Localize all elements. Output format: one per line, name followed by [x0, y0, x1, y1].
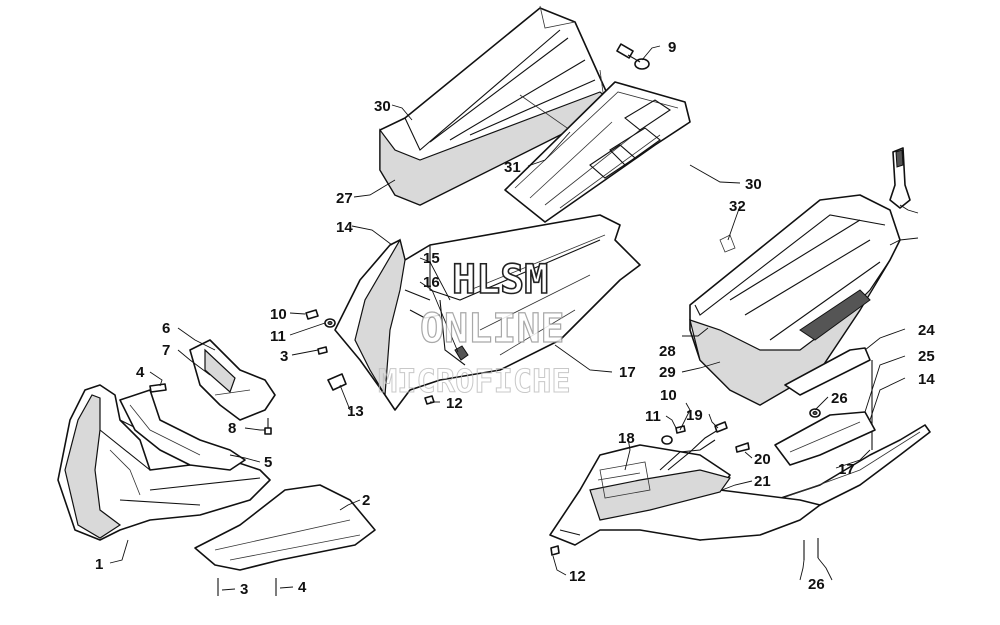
callout-14: 14	[918, 371, 935, 388]
belly-pan-right	[549, 439, 821, 546]
watermark-line-3: MICROFICHE	[378, 362, 571, 400]
callout-19: 19	[686, 407, 703, 424]
cable-hardware	[550, 421, 750, 556]
callout-10: 10	[660, 387, 677, 404]
callout-2: 2	[362, 492, 370, 509]
callout-5: 5	[264, 454, 272, 471]
callout-23: 25	[918, 348, 935, 365]
front-bracket	[149, 339, 276, 435]
callout-18: 18	[618, 430, 635, 447]
leader-lines	[109, 45, 919, 591]
bottom-fasteners	[803, 538, 819, 560]
callout-22: 24	[918, 322, 935, 339]
callout-12: 12	[569, 568, 586, 585]
callout-12: 12	[446, 395, 463, 412]
skid-plate	[194, 484, 376, 596]
push-rivet	[616, 43, 650, 70]
footrest-panel-right	[689, 194, 901, 406]
heat-shield	[774, 411, 876, 466]
footrest-panel-left	[379, 5, 611, 206]
callout-17: 17	[619, 364, 636, 381]
callout-11: 11	[645, 408, 661, 425]
bumper-bracket	[119, 389, 246, 471]
callout-26: 27	[336, 190, 353, 207]
nut	[809, 408, 821, 418]
callout-6: 6	[162, 320, 170, 337]
callout-17: 17	[838, 461, 855, 478]
watermark-line-2: ONLINE	[420, 306, 565, 352]
mount-tab	[889, 147, 911, 209]
callout-30: 31	[504, 159, 521, 176]
nose-pan	[57, 384, 271, 541]
callout-3: 3	[280, 348, 288, 365]
callout-29: 30	[745, 176, 762, 193]
small-plate	[784, 347, 873, 450]
callout-3: 3	[240, 581, 248, 598]
callout-4: 4	[298, 579, 307, 596]
watermark-line-1: HLSM	[452, 257, 548, 303]
callout-30: 32	[729, 198, 746, 215]
callout-26: 28	[659, 343, 676, 360]
callout-14: 14	[336, 219, 353, 236]
callout-25: 26	[808, 576, 825, 593]
side-panel-assembly	[334, 214, 641, 411]
callout-10: 10	[270, 306, 287, 323]
callout-13: 13	[347, 403, 364, 420]
callout-11: 11	[270, 328, 286, 345]
callout-labels: 9 30 31 27 30 32 14 15 16 10 11 3 13 12 …	[95, 39, 935, 598]
callout-28: 30	[374, 98, 391, 115]
callout-16: 16	[423, 274, 440, 291]
callout-7: 7	[162, 342, 170, 359]
floor-grate-panel	[504, 81, 691, 223]
callout-15: 15	[423, 250, 440, 267]
callout-24: 26	[831, 390, 848, 407]
callout-20: 20	[754, 451, 771, 468]
callout-21: 21	[754, 473, 771, 490]
watermark: HLSM ONLINE MICROFICHE	[378, 256, 572, 400]
callout-8: 8	[228, 420, 236, 437]
callout-1: 1	[95, 556, 103, 573]
callout-9: 9	[668, 39, 676, 56]
callout-27: 29	[659, 364, 676, 381]
callout-4: 4	[136, 364, 145, 381]
